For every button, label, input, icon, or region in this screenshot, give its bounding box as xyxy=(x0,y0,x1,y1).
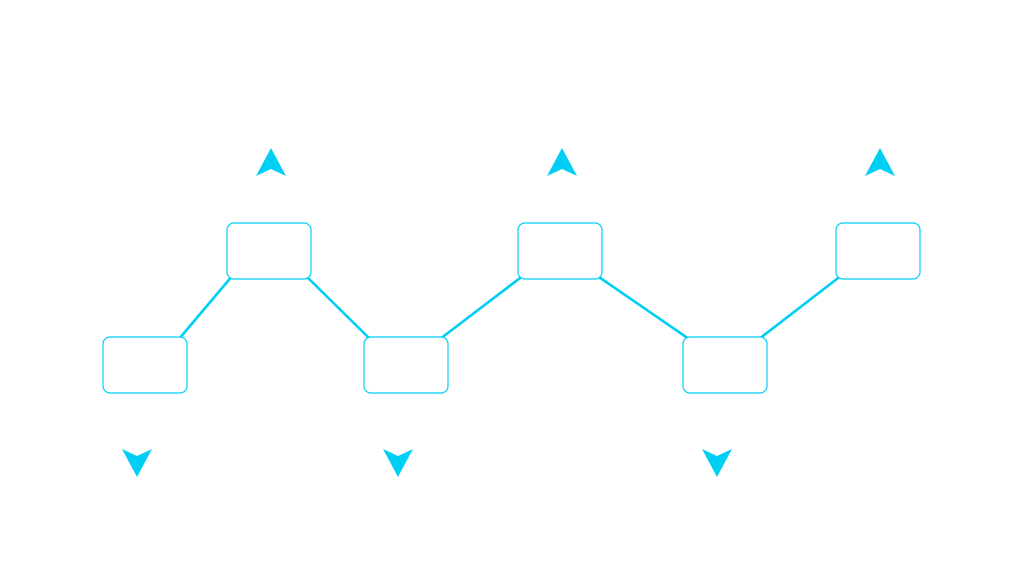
step-box-6 xyxy=(835,222,921,280)
arrow-down-icon-3 xyxy=(383,449,413,477)
step-box-1 xyxy=(102,336,188,394)
step-box-2 xyxy=(226,222,312,280)
connector-line-1 xyxy=(177,273,235,341)
arrow-up-icon-6 xyxy=(865,148,895,176)
connector-line-4 xyxy=(594,273,691,341)
connector-line-3 xyxy=(438,273,526,341)
direction-arrows xyxy=(122,148,895,477)
connector-line-2 xyxy=(303,273,372,341)
step-box-3 xyxy=(363,336,449,394)
arrow-down-icon-5 xyxy=(702,449,732,477)
arrow-up-icon-2 xyxy=(256,148,286,176)
step-box-4 xyxy=(517,222,603,280)
arrow-down-icon-1 xyxy=(122,449,152,477)
step-nodes xyxy=(102,222,921,394)
arrow-up-icon-4 xyxy=(547,148,577,176)
step-box-5 xyxy=(682,336,768,394)
connector-line-5 xyxy=(757,273,844,341)
connectors xyxy=(177,273,844,341)
